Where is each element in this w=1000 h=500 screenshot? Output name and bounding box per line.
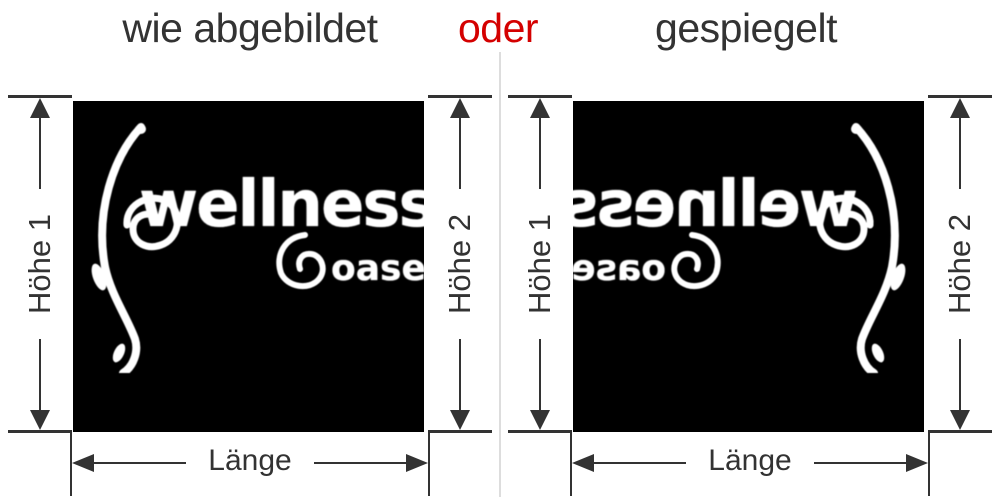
- dimension-cap: [8, 95, 72, 98]
- dimension-cap: [8, 430, 72, 433]
- dimension-line: [813, 462, 906, 464]
- arrow-right-icon: [406, 454, 428, 472]
- decal-sub-text: oase: [331, 248, 424, 289]
- arrow-left-icon: [72, 454, 94, 472]
- height1-label: Höhe 1: [22, 214, 57, 314]
- decal-sub-text: oase: [573, 248, 666, 289]
- dimension-line: [39, 115, 41, 189]
- arrow-down-icon: [30, 410, 50, 430]
- dimension-line: [313, 462, 406, 464]
- arrow-left-icon: [572, 454, 594, 472]
- dimension-line: [959, 339, 961, 413]
- extension-line: [428, 433, 430, 496]
- dimension-line: [539, 115, 541, 189]
- dimension-cap: [508, 430, 572, 433]
- dimension-cap: [428, 430, 492, 433]
- length-label: Länge: [208, 444, 292, 477]
- dimension-line: [459, 339, 461, 413]
- height1-dimension: Höhe 1: [8, 95, 72, 433]
- arrow-down-icon: [950, 410, 970, 430]
- panel-group-as-shown: Höhe 1 wellness oase: [8, 95, 492, 496]
- arrow-up-icon: [950, 98, 970, 118]
- height2-dimension: Höhe 2: [428, 95, 492, 433]
- dimension-line: [39, 339, 41, 413]
- flourish-ornament-icon: [816, 123, 906, 373]
- flourish-ornament-icon: [91, 123, 181, 373]
- decal-main-text: wellness: [139, 168, 424, 242]
- decal-preview-panel: wellness oase: [73, 101, 424, 432]
- arrow-down-icon: [530, 410, 550, 430]
- dimension-line: [594, 462, 687, 464]
- decal-artwork-mirrored: wellness oase: [573, 101, 924, 432]
- panel-group-mirrored: Höhe 1 wellness oase: [500, 0, 1000, 500]
- dimension-line: [539, 339, 541, 413]
- extension-line: [570, 433, 572, 496]
- decal-preview-panel-mirrored: wellness oase: [573, 101, 924, 432]
- height1-label: Höhe 1: [522, 214, 557, 314]
- divider-line: [499, 52, 501, 497]
- arrow-right-icon: [906, 454, 928, 472]
- arrow-down-icon: [450, 410, 470, 430]
- length-label: Länge: [708, 444, 792, 477]
- extension-line: [928, 433, 930, 496]
- option-conjunction-label: oder: [457, 5, 539, 51]
- dimension-line: [459, 115, 461, 189]
- length-dimension: Länge: [572, 444, 928, 477]
- arrow-up-icon: [530, 98, 550, 118]
- option-as-shown-label: wie abgebildet: [122, 5, 378, 51]
- swirl-ornament-icon: [671, 232, 721, 290]
- dimension-cap: [928, 95, 992, 98]
- dimension-cap: [508, 95, 572, 98]
- dimension-line: [94, 462, 187, 464]
- dimension-cap: [928, 430, 992, 433]
- dimension-cap: [428, 95, 492, 98]
- arrow-up-icon: [450, 98, 470, 118]
- extension-line: [70, 433, 72, 496]
- height2-label: Höhe 2: [942, 214, 977, 314]
- height2-dimension: Höhe 2: [928, 95, 992, 433]
- decal-artwork: wellness oase: [73, 101, 424, 432]
- arrow-up-icon: [30, 98, 50, 118]
- swirl-ornament-icon: [276, 232, 326, 290]
- height2-label: Höhe 2: [442, 214, 477, 314]
- dimension-line: [959, 115, 961, 189]
- height1-dimension: Höhe 1: [508, 95, 572, 433]
- length-dimension: Länge: [72, 444, 428, 477]
- option-mirrored-label: gespiegelt: [655, 5, 837, 51]
